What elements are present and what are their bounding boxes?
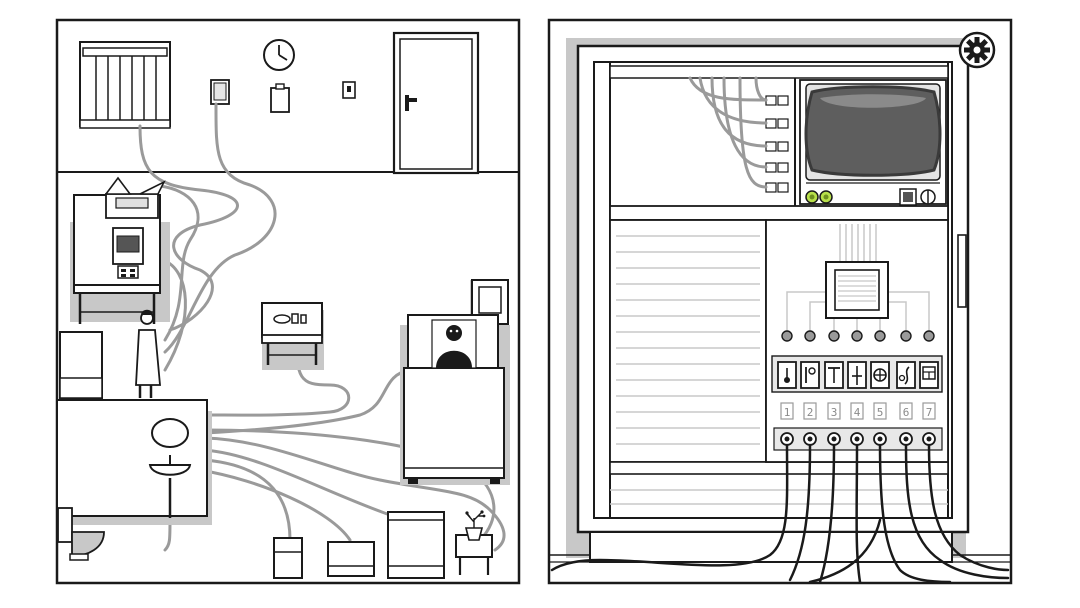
doctor-character[interactable] [135, 309, 161, 398]
flag-icon [805, 367, 816, 383]
switch-label-3: 3 [831, 406, 838, 419]
switch-6[interactable] [896, 361, 916, 389]
switch-number-labels: 1 2 3 4 5 6 7 [780, 402, 936, 420]
circuit-traces [786, 224, 930, 333]
switch-label-4: 4 [854, 406, 861, 419]
switch-7[interactable] [919, 361, 939, 389]
plant-table[interactable] [455, 534, 493, 575]
switch-label-7: 7 [926, 406, 933, 419]
radiator[interactable] [79, 41, 171, 129]
switch-1[interactable] [777, 361, 797, 389]
switch-4[interactable] [847, 361, 867, 389]
crosshair-icon [873, 368, 887, 382]
settings-gear-icon[interactable] [958, 31, 996, 69]
open-box[interactable] [104, 176, 166, 219]
monitor-screen[interactable] [799, 79, 947, 205]
vent-panel [609, 219, 767, 463]
switch-2[interactable] [800, 361, 820, 389]
sink[interactable] [148, 455, 192, 518]
cable-sockets [773, 427, 943, 451]
cabinet-panel: 1 2 3 4 5 6 7 [547, 18, 1013, 585]
wall-clipboard[interactable] [270, 83, 290, 113]
mirror[interactable] [151, 418, 189, 448]
upper-cables [688, 76, 768, 189]
wall-picture[interactable] [210, 79, 230, 105]
switch-label-1: 1 [784, 406, 791, 419]
bathroom-wall [56, 399, 212, 525]
switch-5[interactable] [870, 361, 890, 389]
indicator-light-left [805, 190, 819, 204]
clock-icon[interactable] [263, 39, 295, 71]
lamp-icon [784, 368, 790, 383]
connector-ports [765, 95, 789, 193]
switch-3[interactable] [824, 361, 844, 389]
side-cabinet[interactable] [59, 331, 103, 399]
hammer-icon [828, 367, 840, 383]
small-table[interactable] [261, 302, 324, 370]
room-cables [138, 102, 506, 552]
switch-label-6: 6 [903, 406, 910, 419]
processor-chip[interactable] [825, 261, 889, 319]
dresser[interactable] [387, 511, 445, 579]
toilet[interactable] [57, 507, 105, 561]
monitor-button[interactable] [899, 188, 917, 206]
low-cabinet[interactable] [327, 541, 375, 577]
status-leds [781, 330, 935, 342]
hook-icon [898, 366, 910, 385]
small-fridge[interactable] [273, 537, 303, 579]
dagger-icon [852, 366, 862, 385]
patient-silhouette[interactable] [431, 319, 477, 369]
indicator-light-right [819, 190, 833, 204]
door[interactable] [392, 31, 480, 175]
lab-machine[interactable] [112, 227, 144, 279]
potted-plant-icon[interactable] [464, 510, 486, 541]
room-panel [55, 18, 521, 585]
window-icon [922, 366, 936, 380]
switch-label-5: 5 [877, 406, 884, 419]
power-dial-icon[interactable] [920, 189, 936, 205]
switch-label-2: 2 [807, 406, 814, 419]
black-cables [550, 443, 1010, 584]
light-switch[interactable] [342, 81, 356, 99]
